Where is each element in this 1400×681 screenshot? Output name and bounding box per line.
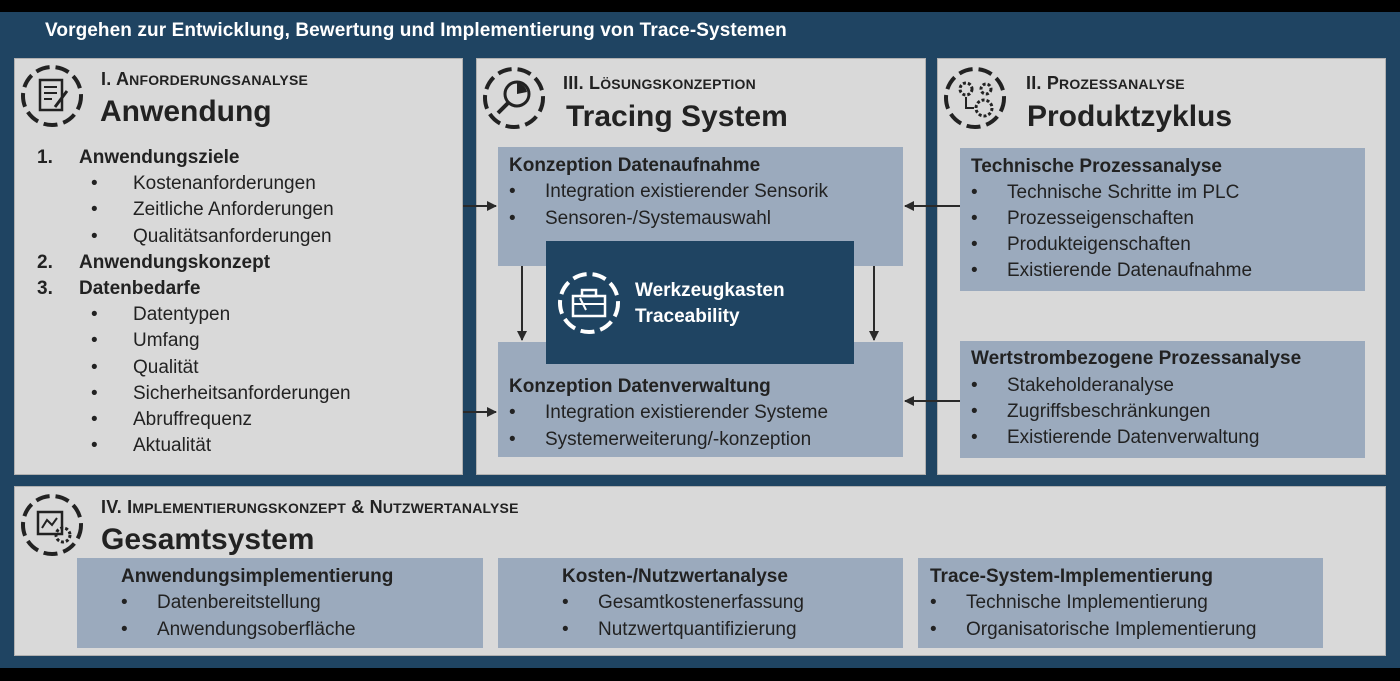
bullet-item: •Existierende Datenverwaltung — [971, 427, 1260, 448]
sub-bullet-item: •Umfang — [91, 330, 200, 352]
sub-bullet-item: •Datentypen — [91, 303, 231, 325]
document-pen-icon — [21, 65, 83, 127]
page-title: Vorgehen zur Entwicklung, Bewertung und … — [45, 20, 787, 41]
bullet-item: •Prozesseigenschaften — [971, 208, 1194, 229]
box-title: Wertstrombezogene Prozessanalyse — [971, 348, 1302, 369]
sub-bullet-item: •Qualitätsanforderungen — [91, 225, 332, 247]
sub-bullet-item: •Aktualität — [91, 435, 212, 457]
box-technische-prozessanalyse: Technische Prozessanalyse •Technische Sc… — [960, 148, 1365, 291]
bullet-item: •Anwendungsoberfläche — [121, 619, 356, 640]
toolbox-traceability: Werkzeugkasten Traceability — [546, 241, 854, 364]
numbered-item: 1.Anwendungsziele — [37, 147, 240, 168]
numbered-item: 3.Datenbedarfe — [37, 277, 201, 299]
bullet-item: •Sensoren-/Systemauswahl — [509, 208, 771, 229]
gears-icon — [944, 67, 1006, 129]
sub-bullet-item: •Sicherheitsanforderungen — [91, 382, 351, 404]
bullet-item: •Zugriffsbeschränkungen — [971, 401, 1211, 422]
panel-anforderungsanalyse: I. ANFORDERUNGSANALYSE Anwendung 1.Anwen… — [14, 58, 463, 475]
section-label: III. LÖSUNGSKONZEPTION — [563, 73, 756, 93]
bullet-item: •Technische Schritte im PLC — [971, 182, 1240, 203]
blueprint-gear-icon — [21, 494, 83, 556]
bullet-item: •Organisatorische Implementierung — [930, 619, 1257, 640]
bullet-item: •Integration existierender Sensorik — [509, 181, 829, 202]
section-title: Anwendung — [100, 95, 272, 128]
magnifier-chart-icon — [483, 67, 545, 129]
bullet-item: •Integration existierender Systeme — [509, 402, 829, 423]
box-kosten-nutzwertanalyse: Kosten-/Nutzwertanalyse •Gesamtkostenerf… — [498, 558, 903, 648]
top-bar — [0, 0, 1400, 12]
sub-bullet-item: •Qualität — [91, 356, 199, 378]
box-title: Konzeption Datenaufnahme — [509, 155, 761, 176]
sub-bullet-item: •Abruffrequenz — [91, 409, 253, 431]
bullet-item: •Produkteigenschaften — [971, 234, 1191, 255]
box-title: Anwendungsimplementierung — [121, 566, 394, 587]
box-anwendungsimplementierung: Anwendungsimplementierung •Datenbereitst… — [77, 558, 483, 648]
bullet-item: •Nutzwertquantifizierung — [562, 619, 797, 640]
toolbox-label: Werkzeugkasten Traceability — [635, 280, 785, 327]
bullet-item: •Technische Implementierung — [930, 592, 1208, 613]
box-title: Kosten-/Nutzwertanalyse — [562, 566, 788, 587]
box-title: Technische Prozessanalyse — [971, 156, 1222, 177]
section-title: Gesamtsystem — [101, 523, 315, 556]
header-bar: Vorgehen zur Entwicklung, Bewertung und … — [0, 12, 1400, 50]
box-wertstrombezogene-prozessanalyse: Wertstrombezogene Prozessanalyse •Stakeh… — [960, 341, 1365, 458]
box-trace-system-implementierung: Trace-System-Implementierung •Technische… — [918, 558, 1323, 648]
box-title: Konzeption Datenverwaltung — [509, 376, 771, 397]
bullet-item: •Gesamtkostenerfassung — [562, 592, 804, 613]
section-title: Tracing System — [566, 100, 788, 133]
section-title: Produktzyklus — [1027, 100, 1233, 133]
sub-bullet-item: •Zeitliche Anforderungen — [91, 199, 334, 221]
bullet-item: •Datenbereitstellung — [121, 592, 321, 613]
toolbox-icon — [558, 272, 620, 334]
sub-bullet-item: •Kostenanforderungen — [91, 173, 316, 194]
bottom-bar — [0, 668, 1400, 681]
bullet-item: •Systemerweiterung/-konzeption — [509, 429, 812, 450]
section-label: II. PROZESSANALYSE — [1026, 73, 1185, 93]
bullet-item: •Stakeholderanalyse — [971, 375, 1174, 396]
box-title: Trace-System-Implementierung — [930, 566, 1213, 587]
section-label: IV. IMPLEMENTIERUNGSKONZEPT & NUTZWERTAN… — [101, 497, 519, 517]
section-label: I. ANFORDERUNGSANALYSE — [101, 69, 309, 89]
bullet-item: •Existierende Datenaufnahme — [971, 260, 1253, 281]
numbered-item: 2.Anwendungskonzept — [37, 251, 271, 273]
